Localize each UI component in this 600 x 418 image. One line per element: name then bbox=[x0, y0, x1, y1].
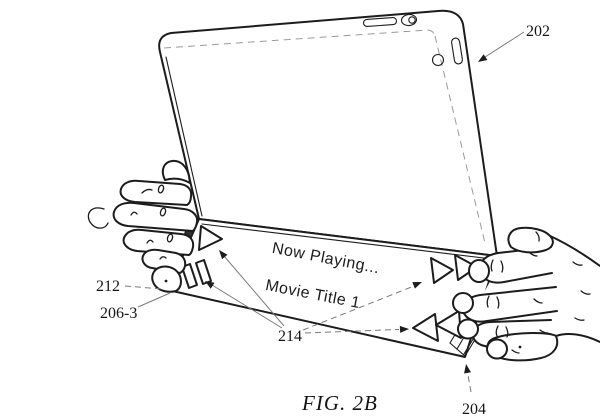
left-finger-3 bbox=[122, 228, 195, 256]
rewind-icon bbox=[412, 310, 462, 342]
leader-214-pause bbox=[211, 284, 283, 329]
leader-212 bbox=[124, 285, 163, 290]
top-edge-camera-lens bbox=[408, 16, 416, 24]
right-hand-bottom-contour bbox=[555, 333, 600, 343]
rear-camera-circle bbox=[431, 53, 445, 67]
ref-label-214: 214 bbox=[278, 328, 302, 345]
figure-caption: FIG. 2B bbox=[301, 391, 378, 415]
leader-204-arrowhead bbox=[464, 364, 471, 374]
tablet-back-panel bbox=[158, 9, 498, 257]
edge-display-bezel-line bbox=[201, 223, 493, 260]
left-finger-1 bbox=[119, 179, 193, 206]
left-hand bbox=[87, 159, 199, 293]
leader-214-fast-forward-arrowhead bbox=[412, 282, 422, 289]
right-thumb-top bbox=[507, 226, 554, 254]
left-finger-2 bbox=[112, 201, 199, 232]
reference-annotations: 202 212 206-3 214 204 bbox=[96, 23, 550, 418]
pause-icon bbox=[181, 259, 212, 289]
fast-forward-icon bbox=[430, 254, 478, 284]
top-edge-camera-ring bbox=[400, 13, 418, 27]
right-index-fingertip bbox=[468, 259, 490, 283]
right-thumb-top-nail bbox=[535, 231, 540, 242]
ref-label-212: 212 bbox=[96, 278, 120, 295]
right-middle-fingertip bbox=[452, 292, 474, 314]
left-hand-crease-marks bbox=[130, 184, 174, 283]
tablet-back-outline bbox=[158, 9, 498, 257]
leader-202-arrowhead bbox=[478, 54, 488, 62]
leader-214-rewind-arrowhead bbox=[399, 325, 409, 333]
leader-202 bbox=[481, 31, 525, 60]
tablet-back-inner-dashed-top bbox=[163, 29, 429, 49]
leader-214-play bbox=[223, 255, 285, 327]
side-button bbox=[451, 37, 463, 65]
ref-label-204: 204 bbox=[462, 401, 486, 418]
tablet-left-edge-inner-line bbox=[165, 56, 203, 217]
leader-214-play-arrowhead bbox=[219, 250, 228, 260]
leader-214-rewind bbox=[304, 329, 400, 334]
play-icon bbox=[198, 225, 223, 251]
right-thumb-bottom-tip bbox=[486, 338, 508, 360]
left-index-fingertip bbox=[161, 159, 191, 184]
ref-label-206-3: 206-3 bbox=[100, 305, 137, 322]
ref-label-202: 202 bbox=[526, 23, 550, 40]
top-edge-speaker-slot bbox=[362, 17, 398, 27]
left-hand-web-curl bbox=[87, 207, 109, 229]
left-finger-4 bbox=[141, 248, 187, 274]
right-hand bbox=[452, 226, 600, 362]
right-hand-crease-marks bbox=[486, 251, 591, 354]
leader-214-pause-arrowhead bbox=[205, 281, 215, 289]
playback-controls bbox=[181, 225, 478, 342]
tablet-back-inner-dashed-corner bbox=[427, 29, 436, 37]
left-thumb-tip bbox=[151, 265, 182, 293]
leader-204 bbox=[467, 372, 472, 393]
leader-206-3 bbox=[137, 292, 171, 308]
right-ring-fingertip bbox=[457, 318, 479, 340]
